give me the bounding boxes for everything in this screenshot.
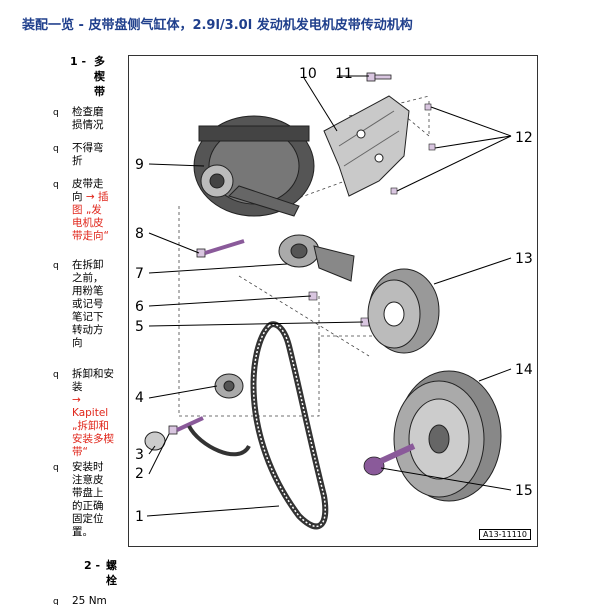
callout-10: 10: [299, 66, 317, 82]
callout-7: 7: [135, 266, 144, 282]
item-1-heading: 1 - 多 楔 带: [70, 54, 117, 102]
item-2-number: 2 -: [84, 559, 101, 572]
bullet-icon: q: [53, 597, 59, 605]
bullet-icon: q: [53, 370, 59, 380]
item-1-name-line: 多: [94, 55, 105, 68]
exploded-view-drawing: 1 2 3 4 5 6 7 8 9 10 11 12 13 14 15: [135, 66, 533, 530]
alternator-part: [193, 115, 315, 217]
callout-15: 15: [515, 483, 533, 499]
note-wear-check: 检查磨 损情况: [72, 106, 104, 131]
callout-2: 2: [135, 466, 144, 482]
bullet-icon: q: [53, 261, 59, 271]
item-2-name-line: 栓: [106, 574, 117, 587]
item-1-number: 1 -: [70, 55, 87, 68]
callout-12: 12: [515, 130, 533, 146]
callout-1: 1: [135, 509, 144, 525]
note-belt-direction: 皮带走 向 → 插 图 „发 电机皮 带走向“: [72, 178, 120, 243]
note-torque: 25 Nm: [72, 595, 107, 605]
callout-6: 6: [135, 299, 144, 315]
belt-direction-link[interactable]: 向 → 插: [72, 191, 109, 203]
bullet-icon: q: [53, 144, 59, 154]
callout-5: 5: [135, 319, 144, 335]
vibration-damper-part: [393, 370, 502, 502]
bolt-15-part: [363, 443, 416, 476]
tensioner-part: [278, 234, 355, 282]
idler-pulley-part: [214, 373, 244, 399]
item-1-name-line: 楔: [94, 70, 105, 83]
callout-11: 11: [335, 66, 353, 82]
note-mark-direction: 在拆卸 之前， 用粉笔 或记号 笔记下 转动方 向: [72, 259, 104, 349]
note-install-position: 安装时 注意皮 带盘上 的正确 固定位 置。: [72, 461, 104, 538]
bracket-part: [323, 95, 410, 197]
callout-9: 9: [135, 157, 144, 173]
exploded-view-figure: 1 2 3 4 5 6 7 8 9 10 11 12 13 14 15 A13-…: [128, 55, 538, 547]
bullet-icon: q: [53, 180, 59, 190]
bolt-8-part: [196, 239, 245, 258]
callout-8: 8: [135, 226, 144, 242]
remove-install-link[interactable]: → Kapitel: [72, 394, 109, 419]
callout-3: 3: [135, 447, 144, 463]
item-2-name-line: 螺: [106, 559, 117, 572]
bullet-icon: q: [53, 463, 59, 473]
callout-13: 13: [515, 251, 533, 267]
item-1-name-line: 带: [94, 85, 105, 98]
pulley-13-part: [367, 268, 440, 354]
ribbed-belt-part: [187, 321, 329, 530]
bolt-2-part: [168, 416, 204, 435]
item-2-heading: 2 - 螺 栓: [84, 558, 124, 590]
callout-14: 14: [515, 362, 533, 378]
note-no-bending: 不得弯 折: [72, 142, 104, 167]
bullet-icon: q: [53, 108, 59, 118]
page-title: 装配一览 - 皮带盘侧气缸体，2.9l/3.0l 发动机发电机皮带传动机构: [22, 18, 413, 33]
callout-4: 4: [135, 390, 144, 406]
note-remove-install: 拆卸和安 装 → Kapitel „拆卸和 安装多楔 带“: [72, 368, 120, 459]
figure-id-label: A13-11110: [479, 529, 531, 540]
bolt-11-part: [366, 72, 392, 82]
